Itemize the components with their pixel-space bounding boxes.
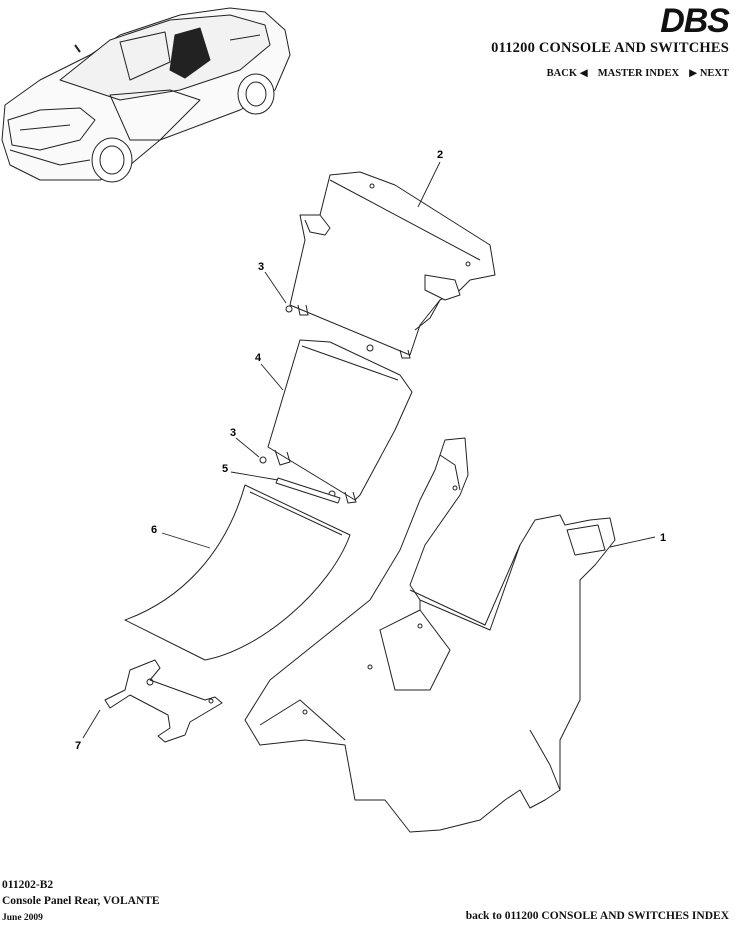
callout-2: 2: [437, 149, 443, 161]
car-thumbnail-image: [1, 7, 291, 183]
navigation-bar: BACK ◀ MASTER INDEX ▶ NEXT: [547, 67, 729, 80]
callout-5: 5: [222, 463, 228, 475]
part-5-strip: [275, 477, 341, 504]
back-link[interactable]: BACK ◀: [547, 67, 588, 79]
callout-6: 6: [151, 524, 157, 536]
callout-4: 4: [255, 352, 262, 364]
leader-lines: [82, 161, 656, 739]
back-to-index-link[interactable]: back to 011200 CONSOLE AND SWITCHES INDE…: [465, 910, 729, 922]
leader-line-5: [230, 471, 279, 481]
callout-7: 7: [75, 740, 81, 752]
leader-line-7: [82, 709, 101, 739]
page-title: 011200 CONSOLE AND SWITCHES: [491, 40, 729, 56]
leader-line-4: [260, 363, 284, 391]
leader-line-6: [161, 532, 211, 549]
part-code: 011202-B2: [2, 879, 54, 891]
callout-3-upper: 3: [258, 261, 264, 273]
part-description: Console Panel Rear, VOLANTE: [2, 895, 160, 907]
part-4-panel: [267, 339, 413, 504]
publication-date: June 2009: [2, 913, 43, 923]
part-1-console-body: [244, 437, 616, 833]
leader-line-3-upper: [264, 271, 287, 304]
callout-3-lower: 3: [230, 427, 236, 439]
master-index-link[interactable]: MASTER INDEX: [597, 67, 680, 79]
leader-line-3-lower: [235, 437, 260, 458]
part-3-screw-upper: [285, 305, 374, 352]
brand-logo: DBS: [660, 2, 730, 40]
part-7-bracket: [104, 659, 223, 743]
leader-line-2: [417, 161, 441, 208]
back-arrow-icon: ◀: [579, 68, 588, 79]
next-link[interactable]: ▶ NEXT: [689, 67, 729, 79]
part-2-upper-panel: [289, 171, 496, 359]
back-label: BACK: [546, 68, 578, 79]
part-6-curved-panel: [124, 484, 351, 661]
callout-1: 1: [660, 532, 666, 544]
leader-line-1: [609, 536, 656, 548]
next-label: NEXT: [699, 68, 729, 79]
next-arrow-icon: ▶: [689, 68, 698, 79]
